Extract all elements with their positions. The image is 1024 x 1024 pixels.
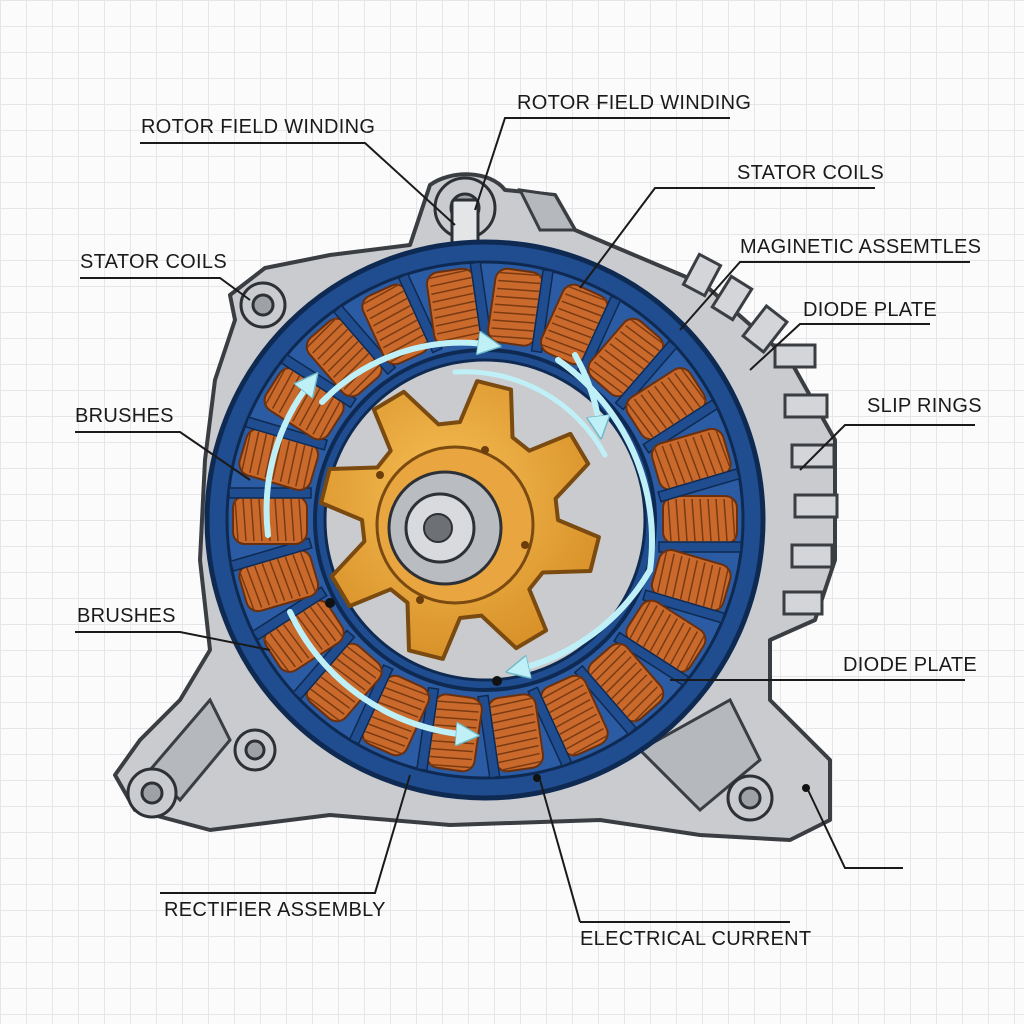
leader-magnetic-assemblies (679, 261, 970, 331)
leader-slip-rings (799, 424, 975, 471)
label-diode-plate-upper: DIODE PLATE (803, 299, 938, 321)
copper-coil (238, 416, 328, 491)
current-flow-arrows (263, 343, 655, 735)
copper-coil (613, 599, 707, 687)
label-rectifier-assembly: RECTIFIER ASSEMBLY (164, 899, 386, 921)
leader-lines (75, 117, 975, 923)
copper-coil (487, 267, 554, 354)
leader-rotor-field-winding-left (140, 142, 456, 226)
copper-coil (425, 261, 493, 347)
copper-coil (305, 304, 397, 398)
leader-electrical-current (539, 779, 581, 923)
copper-coil (650, 427, 741, 503)
label-stator-coils-right: STATOR COILS (737, 162, 884, 184)
copper-coil (540, 283, 622, 377)
copper-coil (228, 487, 312, 545)
label-diode-plate-lower: DIODE PLATE (843, 654, 978, 676)
copper-coil (587, 317, 678, 411)
copper-coil (477, 693, 545, 779)
leader-brushes-lower (75, 631, 271, 651)
label-rotor-field-winding-top: ROTOR FIELD WINDING (517, 92, 752, 114)
leader-rotor-field-winding-top (474, 117, 730, 211)
rotor-claw (319, 379, 601, 661)
label-stator-coils-left: STATOR COILS (80, 251, 227, 273)
current-arrow-right (515, 357, 655, 670)
leader-stator-coils-left (80, 277, 251, 301)
leader-rectifier-assembly (160, 774, 411, 894)
copper-coil (658, 495, 742, 553)
leader-diode-plate-upper (749, 323, 930, 371)
current-arrow-inner (452, 369, 608, 458)
leader-unlabeled (807, 789, 903, 869)
copper-coil (625, 367, 719, 454)
leader-stator-coils-right (579, 187, 875, 289)
copper-coil (573, 642, 665, 736)
label-slip-rings: SLIP RINGS (867, 395, 982, 417)
copper-coil (229, 537, 320, 613)
label-brushes-upper: BRUSHES (75, 405, 174, 427)
label-magnetic-assemblies: MAGINETIC ASSEMTLES (740, 236, 982, 258)
label-rotor-field-winding-left: ROTOR FIELD WINDING (141, 116, 376, 138)
label-electrical-current: ELECTRICAL CURRENT (580, 928, 812, 950)
current-arrow-bottom (287, 609, 470, 735)
current-arrow-top-left (319, 343, 492, 405)
copper-coil (527, 674, 609, 768)
copper-coil (642, 549, 732, 624)
label-brushes-lower: BRUSHES (77, 605, 176, 627)
current-arrow-left (263, 380, 312, 538)
copper-coil (361, 272, 443, 366)
leader-brushes-upper (75, 431, 251, 481)
